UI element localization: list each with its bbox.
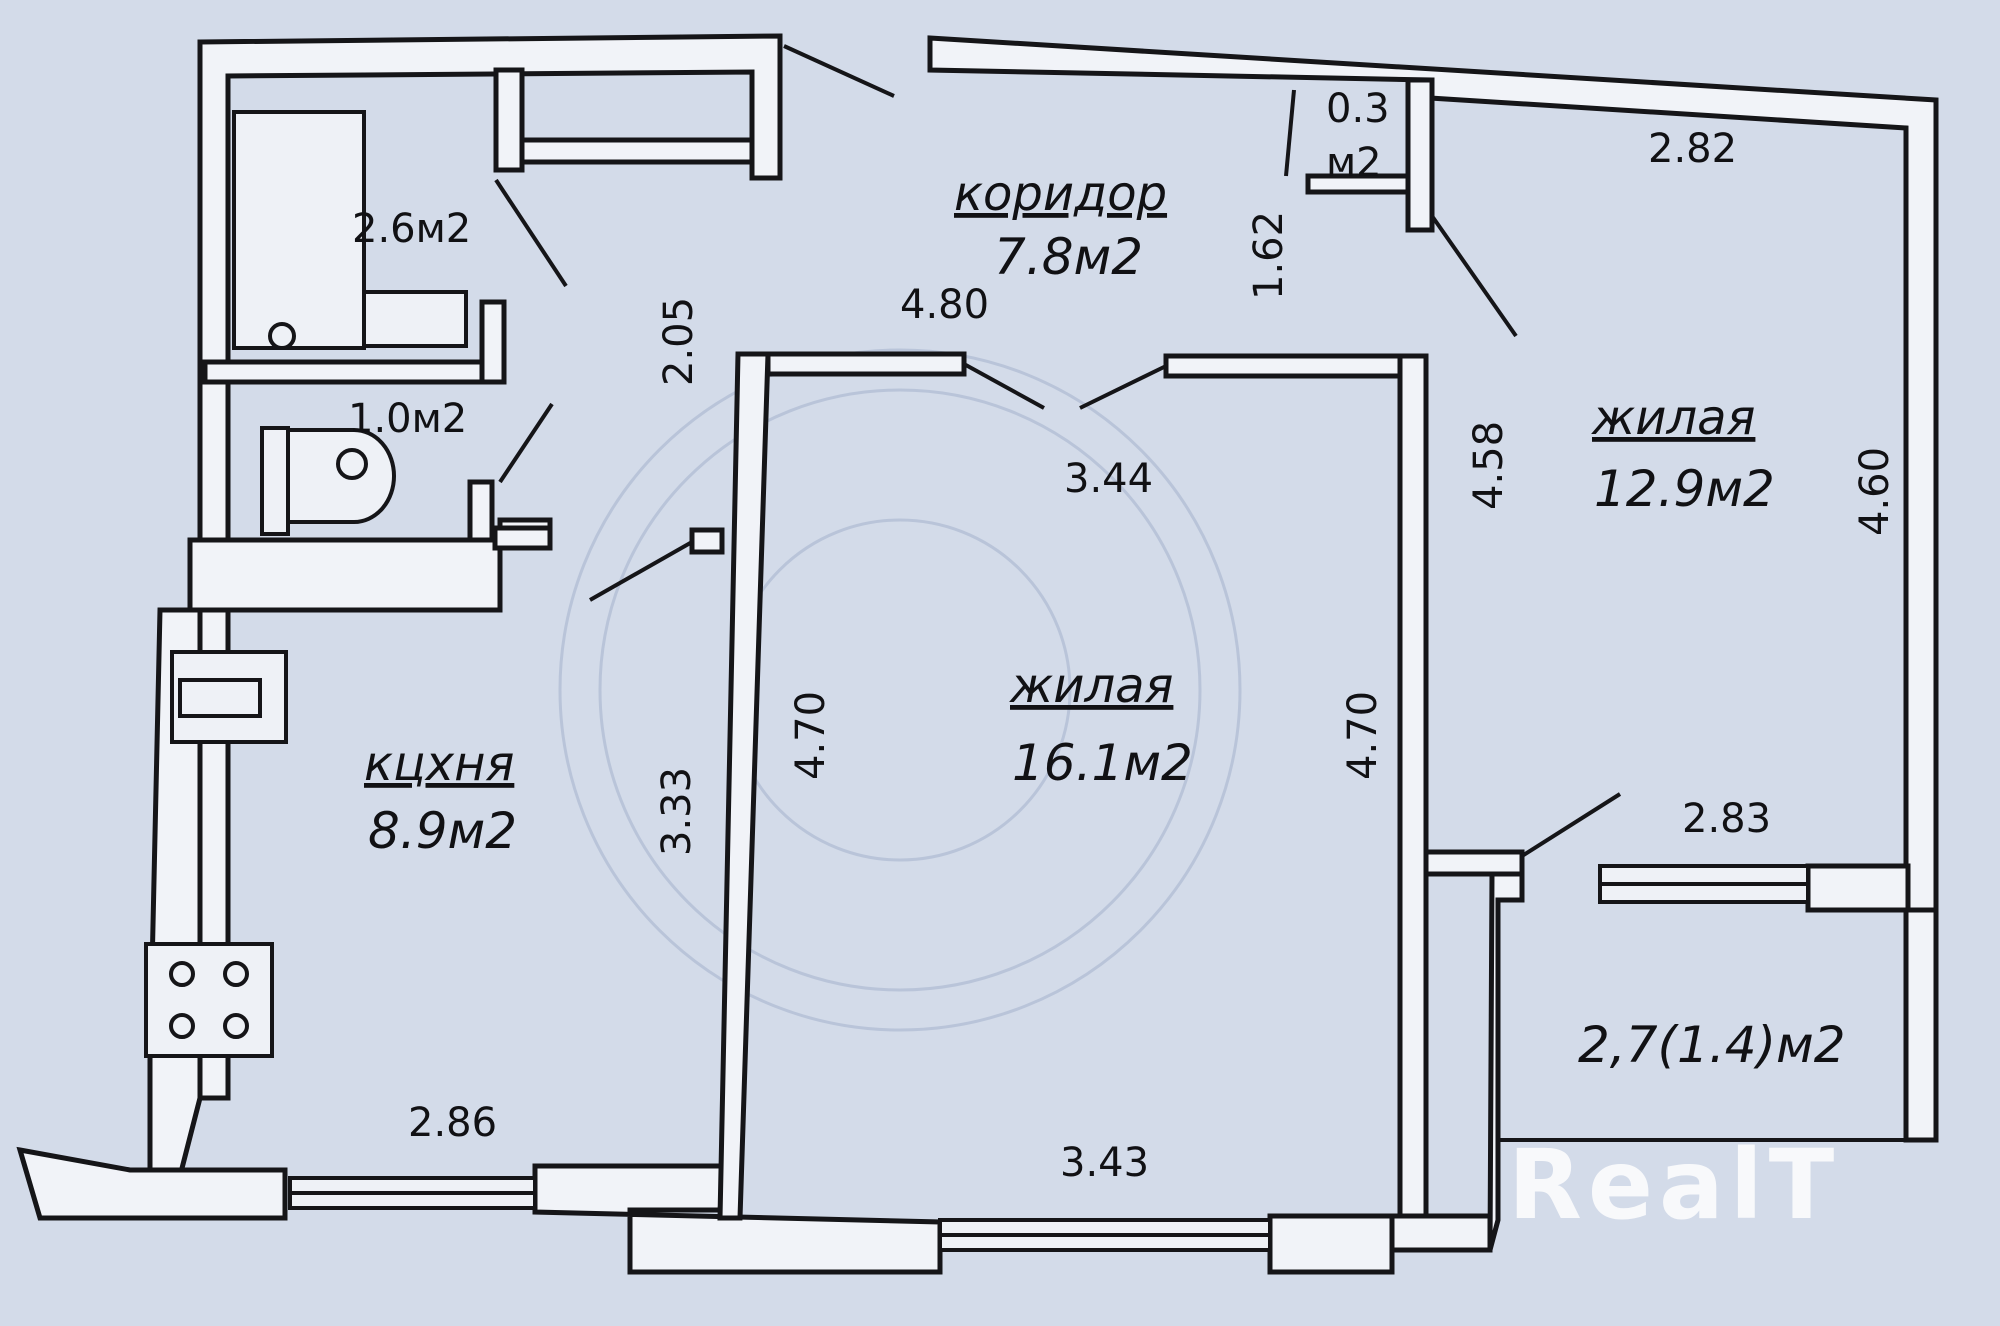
wall-balcony-right: [1903, 907, 1939, 1143]
dim-right-top: 2.82: [1648, 126, 1737, 172]
living-center-name: жилая: [1009, 658, 1173, 714]
dim-center-right: 4.70: [1340, 691, 1386, 780]
living-right-area: 12.9м2: [1594, 460, 1775, 518]
dim-bath-height: 2.05: [656, 297, 702, 386]
wall-wc-stub: [492, 525, 553, 551]
wall-center-left: [717, 351, 771, 1221]
door-closet: [1284, 89, 1296, 177]
wall-center-right: [1397, 353, 1429, 1219]
door-center-right: [1079, 364, 1167, 410]
fixtures: [144, 110, 468, 1058]
dimension-labels: 4.80 1.62 2.05 2.82 4.58 4.60 2.83 3.44 …: [408, 126, 1898, 1186]
wall-bath-top: [493, 67, 525, 173]
toilet-bowl-icon: [286, 428, 396, 524]
wall-right-bottom-left: [1423, 849, 1525, 877]
door-right-room: [1430, 214, 1518, 338]
wall-balcony-left: [1487, 871, 1525, 1251]
wall-bottom-kitchen-left: [16, 1146, 288, 1221]
room-labels: коридор 7.8м2 2.6м2 1.0м2 0.3 м2 кцхня 8…: [348, 86, 1846, 1074]
kitchen-name: кцхня: [364, 736, 514, 792]
stamp-seal: [558, 348, 1242, 1032]
wall-closet-shelf: [519, 137, 755, 165]
door-entrance: [783, 44, 895, 98]
wall-right-room-upper: [1405, 77, 1435, 233]
wall-kitchen-stub: [689, 527, 725, 555]
wall-bottom-living-right: [1267, 1213, 1395, 1275]
watermark-logo: RealT: [1508, 1129, 1840, 1241]
toilet-tank: [260, 426, 290, 536]
dim-corridor-length: 4.80: [900, 282, 989, 328]
wall-closet-base: [1305, 173, 1411, 195]
dim-center-left: 4.70: [788, 691, 834, 780]
dim-right-left: 4.58: [1466, 421, 1512, 510]
windows: [288, 1176, 1272, 1252]
closet-area-bottom: м2: [1326, 140, 1382, 186]
living-center-area: 16.1м2: [1012, 734, 1193, 792]
wall-center-top-right: [1163, 353, 1403, 379]
wall-top-right: [927, 35, 1939, 1143]
door-swings: [494, 44, 1622, 858]
kitchen-area: 8.9м2: [368, 802, 517, 860]
door-bath: [494, 178, 568, 288]
wall-bottom-balcony-left: [1389, 1213, 1493, 1253]
corridor-name: коридор: [954, 166, 1167, 222]
balcony-area: 2,7(1.4)м2: [1578, 1016, 1846, 1074]
dim-kitchen-height: 3.33: [654, 767, 700, 856]
kitchen-sink: [170, 650, 288, 744]
wall-right-bottom-right: [1805, 863, 1911, 913]
wall-center-top-left: [765, 351, 967, 377]
dim-center-bottom: 3.43: [1060, 1140, 1149, 1186]
washbasin: [362, 290, 468, 348]
door-balcony: [1520, 792, 1622, 858]
bathtub: [232, 110, 366, 350]
interior-walls: [187, 67, 1939, 1251]
wall-toilet-jamb: [467, 479, 495, 545]
bath-drain-icon: [268, 322, 296, 350]
dim-right-right: 4.60: [1852, 447, 1898, 536]
stove-icon: [144, 942, 274, 1058]
door-center-left: [963, 362, 1045, 410]
door-toilet: [498, 402, 554, 484]
wall-bath-jamb: [479, 299, 507, 385]
closet-area-top: 0.3: [1326, 86, 1390, 132]
dim-right-bottom: 2.83: [1682, 796, 1771, 842]
bathroom-area: 2.6м2: [352, 206, 471, 252]
dim-center-top: 3.44: [1064, 456, 1153, 502]
door-kitchen: [589, 540, 693, 602]
dim-kitchen-width: 2.86: [408, 1100, 497, 1146]
corridor-area: 7.8м2: [994, 228, 1143, 286]
living-right-name: жилая: [1591, 390, 1755, 446]
toilet-area: 1.0м2: [348, 396, 467, 442]
wall-left-top: [197, 33, 783, 1101]
wall-bath-toilet: [202, 359, 498, 385]
dim-corridor-closet: 1.62: [1246, 211, 1292, 300]
